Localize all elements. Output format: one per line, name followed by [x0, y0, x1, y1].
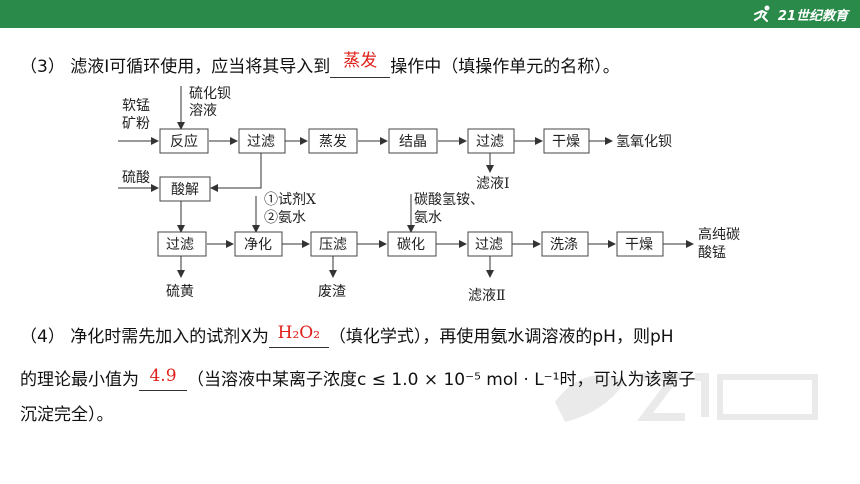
q4-prefix: （4） 净化时需先加入的试剂X为 — [20, 327, 269, 347]
header-bar: 21世纪教育 — [0, 0, 860, 28]
output-mnco3-2: 酸锰 — [698, 245, 726, 261]
step-dry-2: 干燥 — [625, 237, 653, 253]
step-carbonize: 碳化 — [397, 237, 425, 253]
input-ore-2: 矿粉 — [122, 116, 150, 132]
question-4-line-3: 沉淀完全）。 — [20, 400, 114, 425]
step-react: 反应 — [170, 133, 198, 150]
box-press-filter — [310, 231, 358, 257]
step-press-filter: 压滤 — [319, 237, 347, 253]
step-filter-2: 过滤 — [476, 134, 504, 150]
step-wash: 洗涤 — [550, 237, 578, 253]
byproduct-waste: 废渣 — [318, 284, 346, 300]
output-baoh2: 氢氧化钡 — [616, 134, 672, 150]
box-wash — [541, 231, 589, 257]
question-4-line-2: 的理论最小值为 4.9 （当溶液中某离子浓度c ≤ 1.0 × 10⁻⁵ mol ·… — [20, 365, 695, 391]
question-3: （3） 滤液Ⅰ可循环使用，应当将其导入到蒸发操作中（填操作单元的名称）。 — [20, 51, 620, 78]
filtrate-2: 滤液Ⅱ — [468, 288, 506, 304]
step-acid-dissolve: 酸解 — [171, 182, 199, 198]
filtrate-1: 滤液Ⅰ — [476, 176, 510, 192]
reagent-nh4hco3: 碳酸氢铵、 — [414, 192, 484, 208]
question-4-line-1: （4） 净化时需先加入的试剂X为 H₂O₂ （填化学式），再使用氨水调溶液的pH，则… — [20, 322, 674, 348]
reagent-bas-2: 溶液 — [189, 103, 217, 119]
box-carbonize — [387, 231, 437, 257]
q4-answer-1: H₂O₂ — [277, 323, 321, 343]
reagent-bas-1: 硫化钡 — [189, 86, 231, 102]
q4-answer-2-blank: 4.9 — [139, 366, 187, 391]
step-purify: 净化 — [244, 237, 272, 253]
q4-line1-mid: （填化学式），再使用氨水调溶液的pH，则pH — [328, 327, 674, 347]
step-filter-1: 过滤 — [247, 134, 275, 150]
q4-line2-suffix: （当溶液中某离子浓度c ≤ 1.0 × 10⁻⁵ mol · L⁻¹时，可认为该… — [187, 370, 696, 390]
box-filter-2 — [467, 128, 515, 154]
q4-answer-2: 4.9 — [149, 366, 177, 386]
q4-line3: 沉淀完全）。 — [20, 405, 114, 425]
q3-answer: 蒸发 — [343, 51, 378, 71]
step-dry-1: 干燥 — [552, 134, 580, 150]
q4-answer-1-blank: H₂O₂ — [268, 323, 329, 348]
q4-line2-prefix: 的理论最小值为 — [20, 370, 139, 390]
box-filter-4 — [467, 231, 513, 257]
byproduct-sulfur: 硫黄 — [166, 283, 194, 300]
q3-prefix: （3） 滤液Ⅰ可循环使用，应当将其导入到 — [20, 57, 331, 77]
box-acid-dissolve — [159, 176, 211, 202]
watermark-logo — [555, 373, 818, 422]
reagent-x: ①试剂X — [264, 192, 316, 208]
step-filter-4: 过滤 — [475, 237, 503, 253]
box-react — [159, 128, 209, 154]
input-ore-1: 软锰 — [122, 98, 150, 114]
box-filter-3 — [157, 231, 207, 257]
box-purify — [234, 231, 283, 257]
step-filter-3: 过滤 — [166, 237, 194, 253]
runner-icon — [753, 5, 770, 22]
q3-suffix: 操作中（填操作单元的名称）。 — [390, 57, 620, 77]
box-dry-2 — [616, 231, 664, 257]
logo-text: 21世纪教育 — [777, 8, 848, 24]
q3-answer-blank: 蒸发 — [330, 51, 391, 78]
input-acid: 硫酸 — [122, 170, 150, 186]
box-evaporate — [308, 128, 358, 154]
reagent-ammonia-2: 氨水 — [414, 210, 442, 226]
step-crystallize: 结晶 — [399, 134, 427, 150]
reagent-ammonia: ②氨水 — [264, 210, 306, 226]
output-mnco3-1: 高纯碳 — [698, 226, 740, 243]
brand-logo: 21世纪教育 — [752, 4, 848, 24]
box-filter-1 — [238, 128, 286, 154]
box-crystallize — [388, 128, 438, 154]
box-dry-1 — [543, 128, 590, 154]
process-flowchart: 软锰 矿粉 硫化钡 溶液 反应 过滤 蒸发 结晶 过滤 干燥 氢氧化钡 滤液Ⅰ … — [118, 86, 740, 304]
step-evaporate: 蒸发 — [319, 134, 347, 150]
